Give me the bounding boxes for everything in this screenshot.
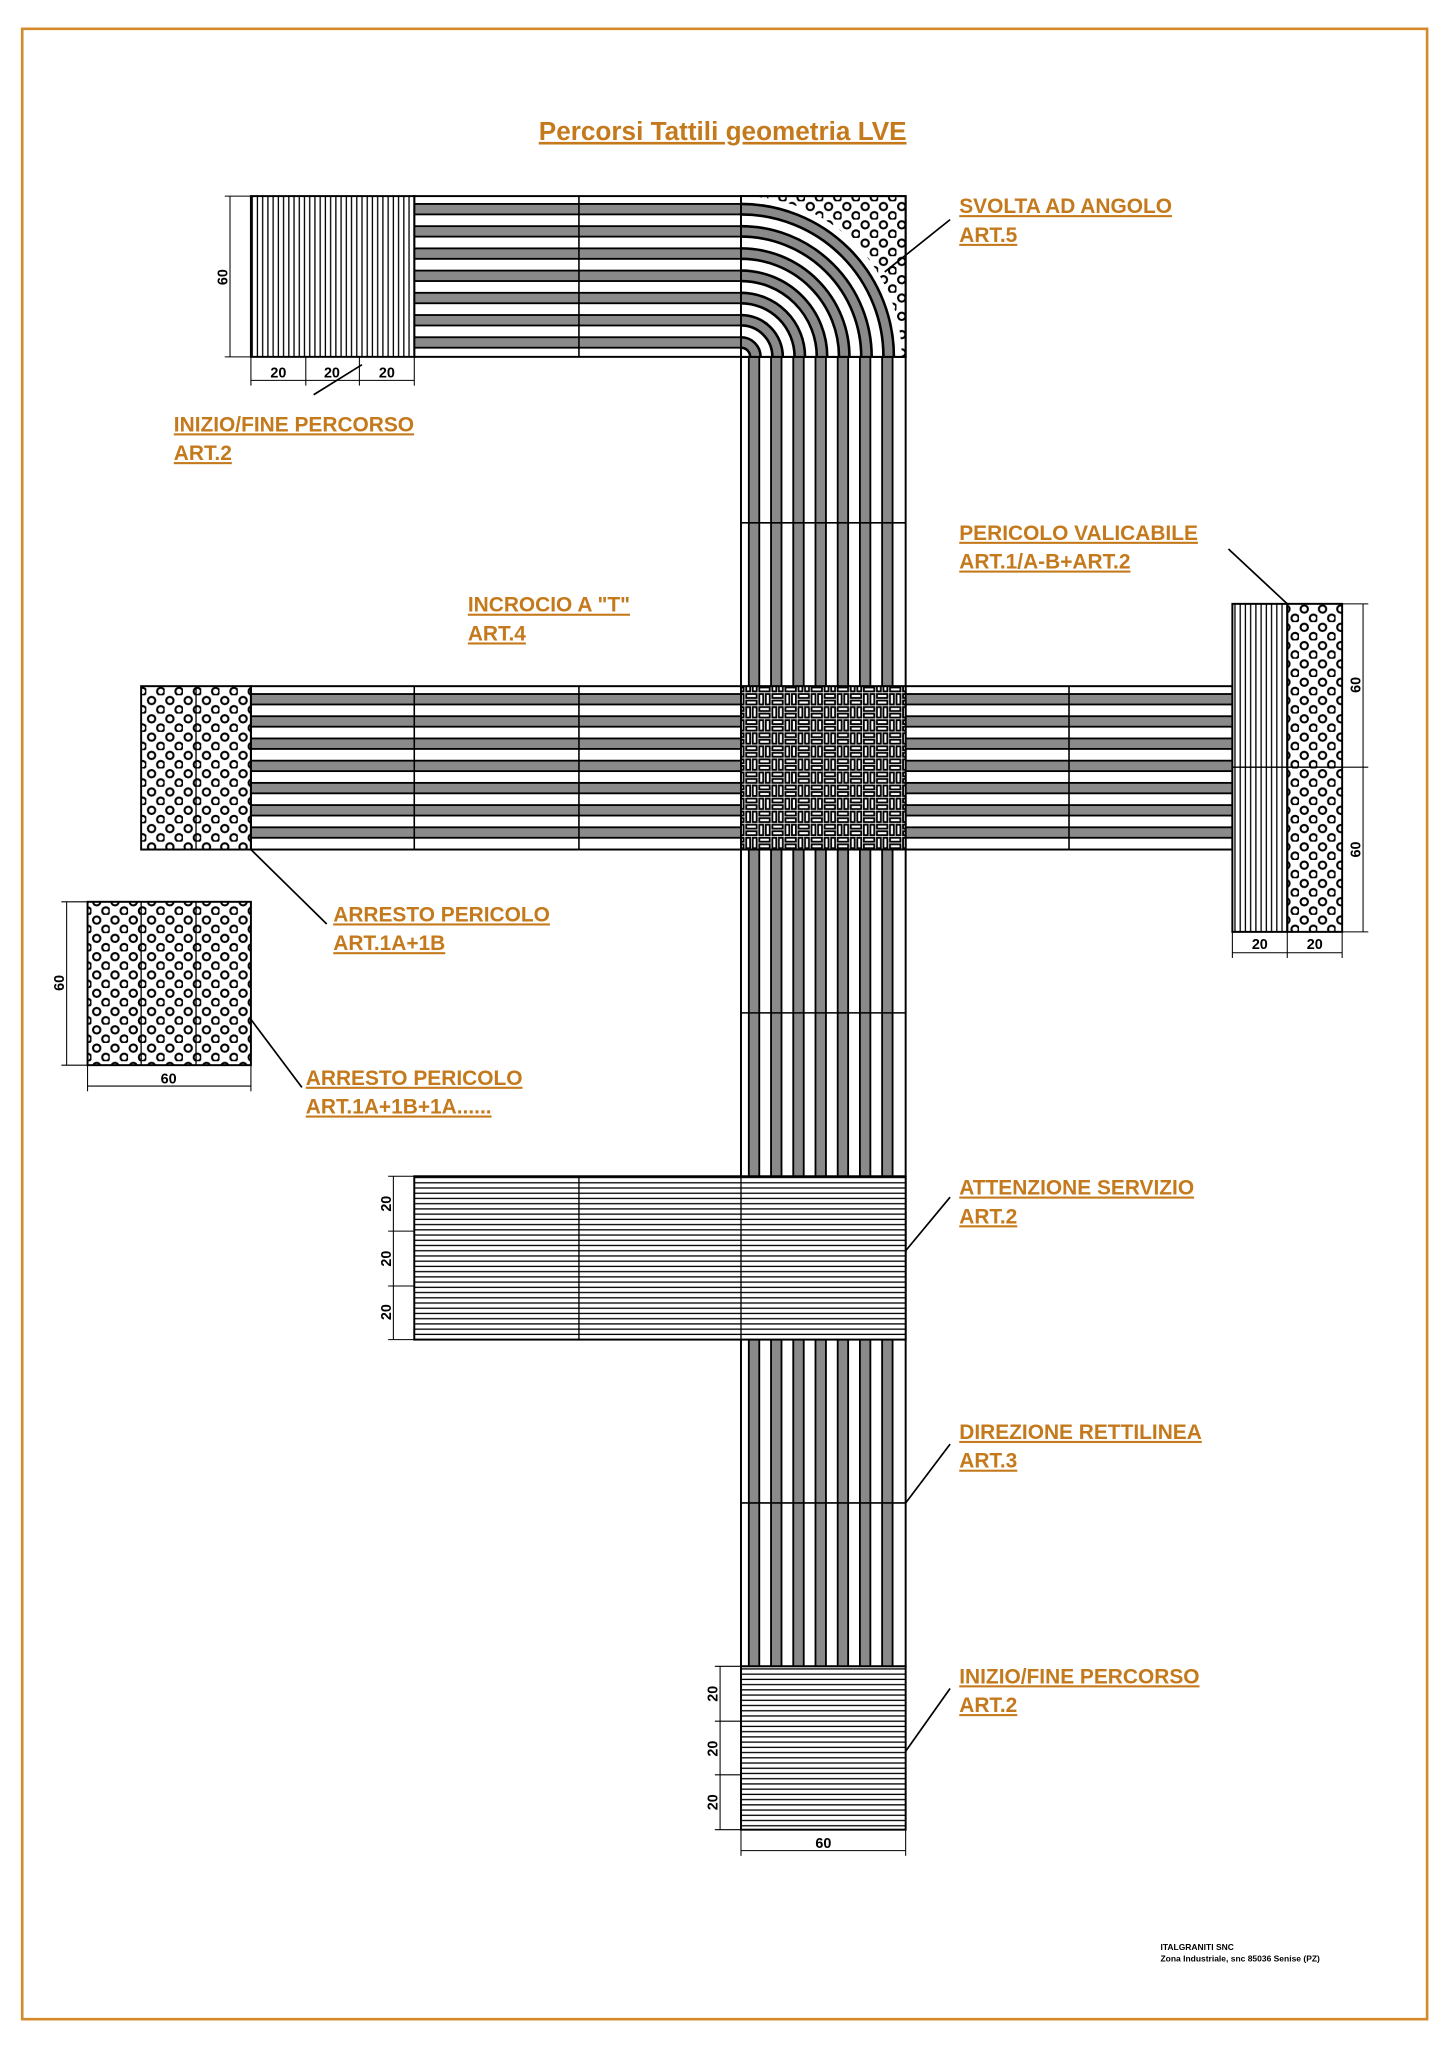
tactile-bar bbox=[250, 759, 742, 773]
tactile-bar bbox=[836, 355, 850, 1668]
tactile-arc bbox=[740, 271, 826, 357]
tactile-arc bbox=[740, 227, 871, 357]
tactile-bar bbox=[814, 355, 827, 1668]
label-incrocio: INCROCIO A "T"ART.4 bbox=[468, 594, 630, 646]
dim-top-60: 60 bbox=[215, 269, 231, 285]
dim-top-20a: 20 bbox=[270, 366, 286, 382]
start-tile-bottom bbox=[740, 1665, 907, 1831]
sheet-border bbox=[20, 27, 1429, 2021]
start-tile-top bbox=[249, 195, 416, 358]
footer-company: ITALGRANITI SNC bbox=[1160, 1942, 1233, 1952]
tactile-bar bbox=[250, 826, 742, 839]
tactile-arc bbox=[740, 294, 804, 357]
dim-service-20a: 20 bbox=[379, 1196, 395, 1212]
dim-service-20c: 20 bbox=[379, 1304, 395, 1320]
tactile-bar bbox=[792, 355, 805, 1668]
dimensions bbox=[61, 195, 1369, 1856]
dim-arresto-60h: 60 bbox=[161, 1071, 177, 1087]
arresto-block-standalone bbox=[86, 900, 252, 1067]
leader-lines bbox=[250, 218, 1288, 1752]
tactile-bar bbox=[413, 203, 742, 216]
drawing-title: Percorsi Tattili geometria LVE bbox=[539, 116, 907, 146]
tactile-arc bbox=[740, 249, 849, 357]
tactile-bar bbox=[250, 693, 742, 706]
tactile-bar bbox=[250, 804, 742, 817]
tactile-bar bbox=[250, 737, 742, 750]
tactile-bar bbox=[413, 291, 742, 305]
crossing-tile bbox=[740, 685, 907, 851]
tactile-bar bbox=[881, 355, 894, 1668]
dim-bottom-20a: 20 bbox=[705, 1686, 721, 1702]
tactile-bar bbox=[413, 314, 742, 327]
tactile-arc bbox=[740, 316, 782, 358]
dim-right-20a: 20 bbox=[1252, 937, 1268, 953]
tactile-arc bbox=[740, 338, 760, 358]
dim-bottom-20c: 20 bbox=[705, 1794, 721, 1810]
dim-service-20b: 20 bbox=[379, 1251, 395, 1267]
tactile-bar bbox=[413, 225, 742, 238]
dim-right-60a: 60 bbox=[1348, 677, 1364, 693]
tactile-bar bbox=[413, 336, 742, 349]
tactile-bar bbox=[413, 247, 742, 260]
dim-arresto-60v: 60 bbox=[52, 975, 68, 991]
corner-tile-border bbox=[740, 195, 907, 358]
service-strip bbox=[413, 1175, 907, 1341]
tactile-bar bbox=[250, 781, 742, 795]
tactile-bar bbox=[770, 355, 783, 1668]
tactile-bar bbox=[858, 355, 872, 1668]
tactile-bar bbox=[747, 355, 761, 1668]
dim-right-20b: 20 bbox=[1307, 937, 1323, 953]
tactile-arc bbox=[740, 205, 893, 357]
tactile-bar bbox=[413, 269, 742, 282]
dim-top-20c: 20 bbox=[379, 366, 395, 382]
tactile-path bbox=[249, 195, 1234, 1668]
footer-address: Zona Industriale, snc 85036 Senise (PZ) bbox=[1160, 1954, 1320, 1964]
tactile-bar bbox=[250, 715, 742, 728]
dim-right-60b: 60 bbox=[1348, 842, 1364, 858]
dim-bottom-60: 60 bbox=[815, 1836, 831, 1852]
dim-top-20b: 20 bbox=[324, 366, 340, 382]
dim-bottom-20b: 20 bbox=[705, 1741, 721, 1757]
